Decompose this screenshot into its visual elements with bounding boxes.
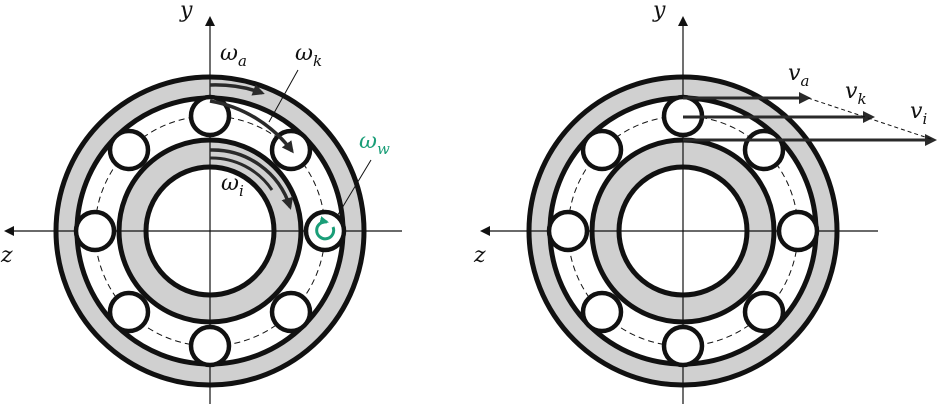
ball (661, 324, 705, 368)
omega-i-arrow-inner (209, 156, 274, 191)
omega-w-leader (335, 159, 372, 219)
omega-w-label: ωw (359, 129, 390, 158)
v-a-label: va (788, 61, 809, 90)
omega-a-label: ωa (220, 41, 247, 70)
ball (742, 290, 786, 334)
left-balls (73, 94, 347, 368)
ball (580, 290, 624, 334)
ball (303, 209, 347, 253)
omega-k-label: ωk (295, 41, 322, 70)
right-axis-z-label: z (473, 243, 486, 268)
omega-w-spin-arrow (315, 216, 336, 241)
omega-i-arrow (209, 148, 294, 210)
left-bearing: y z ωa ωk ωi ωw (0, 0, 402, 404)
v-i-label: vi (910, 99, 927, 128)
left-axis-z-label: z (0, 243, 13, 268)
v-k-label: vk (845, 79, 867, 108)
ball (73, 209, 117, 253)
omega-a-arrow (209, 83, 265, 96)
right-axis-y-label: y (652, 0, 666, 23)
right-bearing: y z va vk vi (473, 0, 937, 404)
ball (269, 290, 313, 334)
ball (107, 290, 151, 334)
ball (776, 209, 820, 253)
omega-k-arrow (209, 99, 294, 154)
ball (188, 324, 232, 368)
velocity-profile-dashed (807, 97, 935, 141)
ball (580, 128, 624, 172)
omega-k-leader (268, 69, 299, 123)
omega-i-label: ωi (221, 171, 244, 200)
ball (742, 128, 786, 172)
left-axis-y-label: y (179, 0, 193, 23)
ball (188, 94, 232, 138)
ball (546, 209, 590, 253)
ball (107, 128, 151, 172)
right-balls (546, 94, 820, 368)
